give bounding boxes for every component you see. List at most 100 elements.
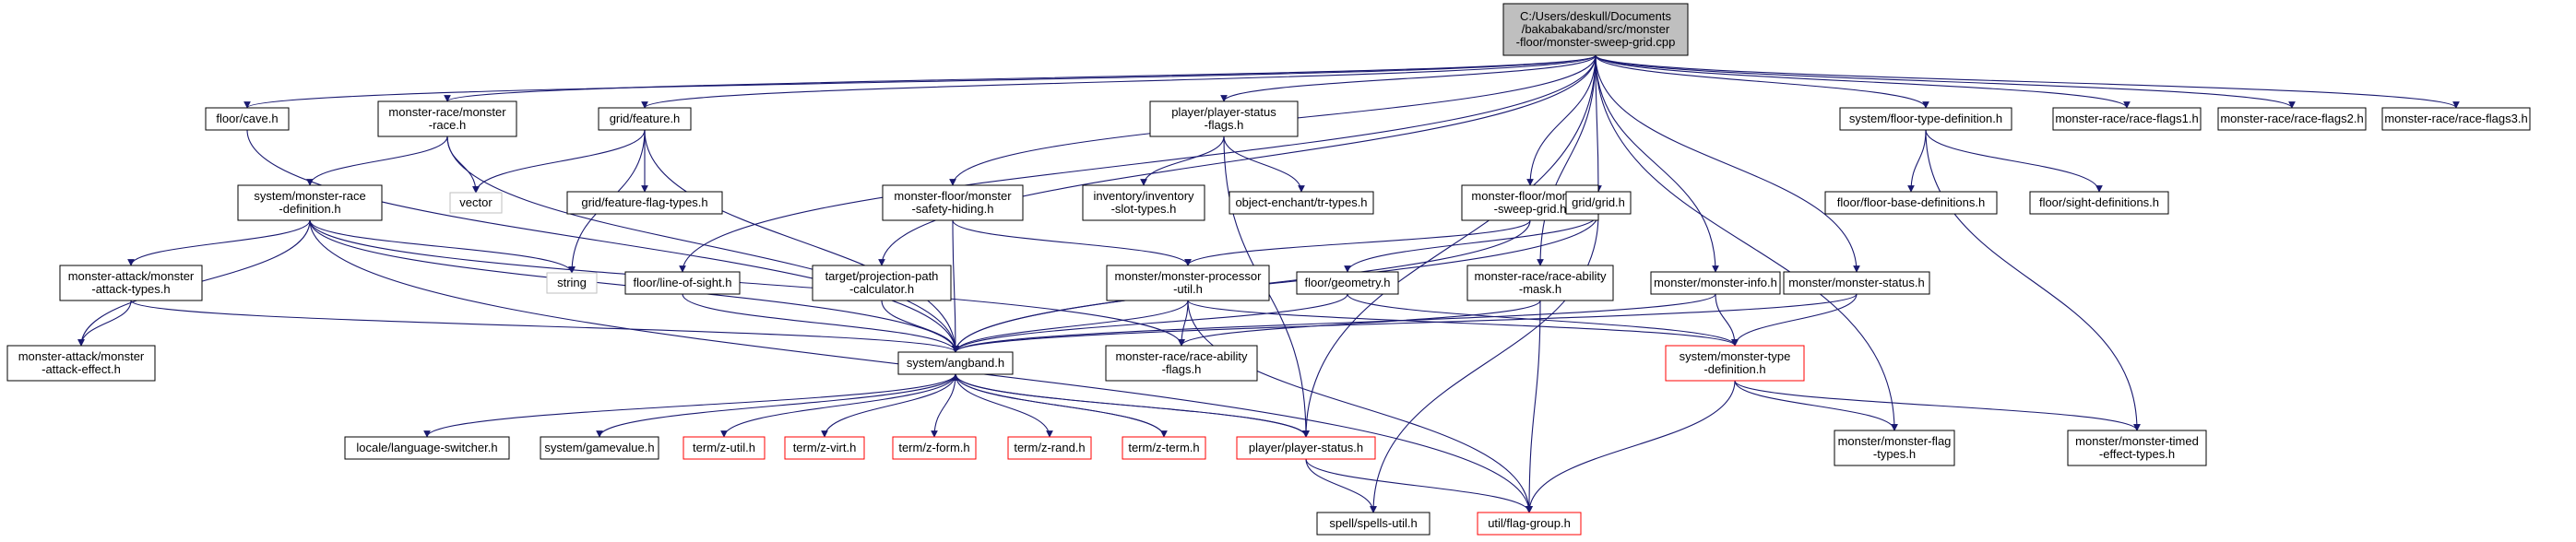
- node-z_util[interactable]: term/z-util.h: [683, 436, 766, 460]
- node-box-angband: [897, 351, 1014, 375]
- node-label-mf_safety-0: monster-floor/monster: [894, 189, 1012, 203]
- node-race_flags2[interactable]: monster-race/race-flags2.h: [2217, 107, 2367, 131]
- node-label-race_ability_flags-1: -flags.h: [1162, 362, 1202, 376]
- node-sys_mtype_def[interactable]: system/monster-type-definition.h: [1665, 345, 1805, 382]
- node-root[interactable]: C:/Users/deskull/Documents/bakabakaband/…: [1502, 3, 1689, 56]
- node-feature_flag_types[interactable]: grid/feature-flag-types.h: [566, 191, 723, 215]
- node-box-z_term: [1122, 436, 1206, 460]
- node-grid_grid[interactable]: grid/grid.h: [1565, 191, 1632, 215]
- edge-root-to-mf_sweep_grid: [1526, 54, 1597, 186]
- node-box-grid_feature: [598, 107, 692, 131]
- node-box-race_flags2: [2217, 107, 2367, 131]
- edge-floor_geometry-to-angband: [952, 293, 1348, 353]
- edge-player_status-to-flag_group: [1305, 458, 1533, 513]
- node-label-ma_attack_effect-1: -attack-effect.h: [42, 362, 121, 376]
- node-z_form[interactable]: term/z-form.h: [892, 436, 977, 460]
- node-line_of_sight[interactable]: floor/line-of-sight.h: [624, 271, 741, 295]
- node-label-mm_timed_effect-1: -effect-types.h: [2099, 447, 2175, 461]
- edge-angband-to-z_util: [720, 373, 956, 438]
- node-sys_floor_type[interactable]: system/floor-type-definition.h: [1839, 107, 2012, 131]
- node-label-z_form-0: term/z-form.h: [898, 441, 969, 454]
- node-inv_slot_types[interactable]: inventory/inventory-slot-types.h: [1082, 184, 1205, 221]
- node-label-sys_mr_def-0: system/monster-race: [254, 189, 365, 203]
- node-label-z_term-0: term/z-term.h: [1128, 441, 1199, 454]
- node-grid_feature[interactable]: grid/feature.h: [598, 107, 692, 131]
- edge-player_status-to-angband: [952, 373, 1307, 438]
- node-label-floor_base_defs-0: floor/floor-base-definitions.h: [1837, 195, 1985, 209]
- node-box-mm_flag_types: [1834, 430, 1955, 466]
- edge-angband-to-gamevalue: [596, 373, 956, 438]
- node-race_flags1[interactable]: monster-race/race-flags1.h: [2052, 107, 2202, 131]
- node-box-race_flags1: [2052, 107, 2202, 131]
- node-label-mr_race-0: monster-race/monster: [388, 105, 506, 119]
- node-label-sys_mtype_def-0: system/monster-type: [1680, 349, 1791, 363]
- node-label-ma_attack_effect-0: monster-attack/monster: [18, 349, 145, 363]
- node-gamevalue[interactable]: system/gamevalue.h: [540, 436, 659, 460]
- node-vector[interactable]: vector: [449, 192, 503, 214]
- node-label-player_status-0: player/player-status.h: [1249, 441, 1363, 454]
- edge-sys_floor_type-to-sight_defs: [1925, 129, 2103, 193]
- node-label-mm_processor-1: -util.h: [1173, 282, 1203, 296]
- node-player_status_flags[interactable]: player/player-status-flags.h: [1149, 100, 1299, 137]
- node-box-mm_status: [1783, 271, 1930, 295]
- edges-layer: [77, 54, 2460, 513]
- node-box-mr_ability_mask: [1466, 265, 1614, 301]
- node-string[interactable]: string: [546, 272, 598, 294]
- node-race_ability_flags[interactable]: monster-race/race-ability-flags.h: [1105, 345, 1258, 382]
- edge-mr_ability_mask-to-flag_group: [1525, 300, 1541, 513]
- node-label-mm_flag_types-0: monster/monster-flag: [1838, 434, 1952, 448]
- node-locale_switcher[interactable]: locale/language-switcher.h: [344, 436, 510, 460]
- node-mf_safety[interactable]: monster-floor/monster-safety-hiding.h: [882, 184, 1024, 221]
- node-obj_enchant[interactable]: object-enchant/tr-types.h: [1229, 191, 1374, 215]
- node-label-race_flags2-0: monster-race/race-flags2.h: [2220, 112, 2363, 125]
- node-z_rand[interactable]: term/z-rand.h: [1007, 436, 1092, 460]
- node-mr_race[interactable]: monster-race/monster-race.h: [377, 100, 517, 137]
- node-spells_util[interactable]: spell/spells-util.h: [1316, 512, 1430, 536]
- edge-root-to-mm_flag_types: [1595, 54, 1898, 431]
- node-mm_timed_effect[interactable]: monster/monster-timed-effect-types.h: [2067, 430, 2207, 466]
- node-sight_defs[interactable]: floor/sight-definitions.h: [2029, 191, 2169, 215]
- edge-root-to-race_flags2: [1595, 54, 2296, 109]
- node-player_status[interactable]: player/player-status.h: [1236, 436, 1376, 460]
- node-floor_cave[interactable]: floor/cave.h: [205, 107, 290, 131]
- edge-grid_grid-to-angband: [952, 213, 1599, 353]
- node-angband[interactable]: system/angband.h: [897, 351, 1014, 375]
- edge-mr_race-to-sys_mr_def: [306, 136, 448, 186]
- edge-root-to-mr_ability_mask: [1537, 54, 1597, 266]
- node-mm_flag_types[interactable]: monster/monster-flag-types.h: [1834, 430, 1955, 466]
- node-mm_processor[interactable]: monster/monster-processor-util.h: [1106, 265, 1270, 301]
- node-floor_base_defs[interactable]: floor/floor-base-definitions.h: [1824, 191, 1998, 215]
- node-mm_info[interactable]: monster/monster-info.h: [1650, 271, 1781, 295]
- edge-angband-to-z_form: [931, 373, 956, 438]
- node-label-mr_ability_mask-1: -mask.h: [1519, 282, 1561, 296]
- node-projection_path[interactable]: target/projection-path-calculator.h: [812, 265, 952, 301]
- node-label-race_flags1-0: monster-race/race-flags1.h: [2055, 112, 2198, 125]
- node-mm_status[interactable]: monster/monster-status.h: [1783, 271, 1930, 295]
- node-label-player_status_flags-1: -flags.h: [1205, 118, 1244, 132]
- node-z_virt[interactable]: term/z-virt.h: [784, 436, 865, 460]
- node-flag_group[interactable]: util/flag-group.h: [1477, 512, 1582, 536]
- edge-mm_processor-to-sys_mtype_def: [1187, 300, 1739, 347]
- node-label-root-1: /bakabakaband/src/monster: [1522, 22, 1670, 36]
- edge-ma_attack_types-to-ma_attack_effect: [77, 300, 132, 347]
- node-box-ma_attack_effect: [6, 345, 156, 382]
- edge-root-to-player_status: [1302, 54, 1597, 438]
- edge-mm_info-to-angband: [952, 293, 1716, 353]
- edge-sys_floor_type-to-floor_base_defs: [1907, 129, 1927, 193]
- node-ma_attack_types[interactable]: monster-attack/monster-attack-types.h: [59, 265, 203, 301]
- node-mr_ability_mask[interactable]: monster-race/race-ability-mask.h: [1466, 265, 1614, 301]
- edge-grid_grid-to-floor_geometry: [1344, 213, 1599, 273]
- node-label-root-2: -floor/monster-sweep-grid.cpp: [1516, 35, 1676, 49]
- node-label-sys_floor_type-0: system/floor-type-definition.h: [1849, 112, 2002, 125]
- node-ma_attack_effect[interactable]: monster-attack/monster-attack-effect.h: [6, 345, 156, 382]
- node-label-grid_grid-0: grid/grid.h: [1572, 195, 1625, 209]
- node-z_term[interactable]: term/z-term.h: [1122, 436, 1206, 460]
- node-label-mr_race-1: -race.h: [429, 118, 466, 132]
- node-sys_mr_def[interactable]: system/monster-race-definition.h: [237, 184, 383, 221]
- node-label-sight_defs-0: floor/sight-definitions.h: [2039, 195, 2159, 209]
- node-box-projection_path: [812, 265, 952, 301]
- node-floor_geometry[interactable]: floor/geometry.h: [1296, 271, 1399, 295]
- node-label-mm_processor-0: monster/monster-processor: [1115, 269, 1263, 283]
- node-race_flags3[interactable]: monster-race/race-flags3.h: [2381, 107, 2531, 131]
- edge-mr_race-to-vector: [446, 136, 480, 194]
